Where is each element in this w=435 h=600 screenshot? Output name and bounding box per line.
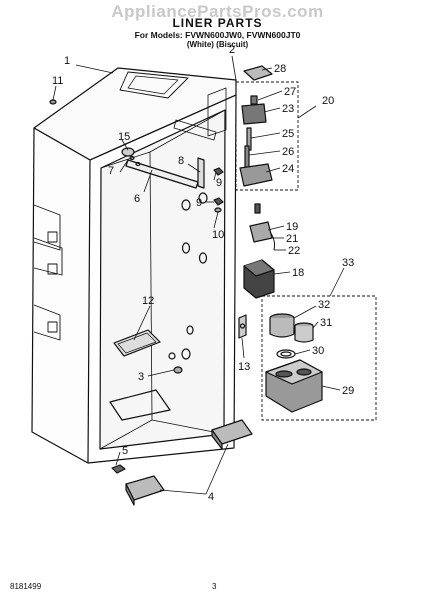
screw-part-5 [111,464,126,474]
callout-20: 20 [322,95,334,107]
callout-26: 26 [282,146,294,158]
callout-1: 1 [64,55,70,67]
part-27-screw [250,95,258,105]
hinge-part-13 [238,314,247,339]
callout-9-upper: 9 [216,177,222,189]
part-24-base [239,163,273,187]
cover-part-4-right [211,419,253,450]
callout-10: 10 [212,229,224,241]
part-26-rod [244,145,250,169]
callout-15: 15 [118,131,130,143]
model-numbers: For Models: FVWN600JW0, FVWN600JT0 [134,30,301,40]
part-29-housing [265,359,323,413]
part-23-bracket [241,103,267,125]
callout-9-lower: 9 [196,197,202,209]
callout-22: 22 [288,245,300,257]
screw-part-11 [49,99,57,105]
callout-11: 11 [52,75,63,87]
callout-33: 33 [342,257,354,269]
callout-2: 2 [229,44,235,56]
diagram-title: LINER PARTS [172,16,263,30]
callout-27: 27 [284,86,296,98]
callout-32: 32 [318,299,330,311]
callout-3: 3 [138,371,144,383]
part-32-cap [269,313,295,338]
callout-31: 31 [320,317,332,329]
color-variants: (White) (Biscuit) [186,40,249,49]
part-28-plate [243,65,273,81]
callout-4: 4 [208,491,214,503]
callout-12: 12 [142,295,154,307]
part-18-module [243,259,275,299]
callout-19: 19 [286,221,298,233]
callout-29: 29 [342,385,354,397]
plug-part-3 [173,366,183,374]
grommets-part-7-15 [121,147,141,167]
page-number: 3 [212,582,217,591]
part-30-ring [276,349,296,359]
assembly-box-33 [261,295,377,421]
callout-28: 28 [274,63,286,75]
callout-5: 5 [122,445,128,457]
callout-25: 25 [282,128,294,140]
watermark: AppliancePartsPros.com [111,2,324,21]
callout-24: 24 [282,163,294,175]
cover-part-4-left [125,475,165,506]
callout-13: 13 [238,361,250,373]
callout-8: 8 [178,155,184,167]
document-code: 8181499 [10,582,42,591]
clip-part-9 [213,167,224,206]
callout-21: 21 [286,233,298,245]
callout-23: 23 [282,103,294,115]
callout-30: 30 [312,345,324,357]
tube-part-8 [197,157,205,189]
screw-below-assembly [254,203,261,214]
part-31-cap [294,322,314,343]
leader-lines [52,55,345,495]
liner-body [31,67,237,464]
plug-part-10 [214,207,222,213]
assembly-box-20 [235,81,299,191]
callout-6: 6 [134,193,140,205]
part-19-connector [249,221,275,251]
callout-labels: 1 11 2 28 27 23 20 25 26 24 15 7 6 8 9 9… [52,44,354,503]
callout-7: 7 [108,165,114,177]
callout-18: 18 [292,267,304,279]
